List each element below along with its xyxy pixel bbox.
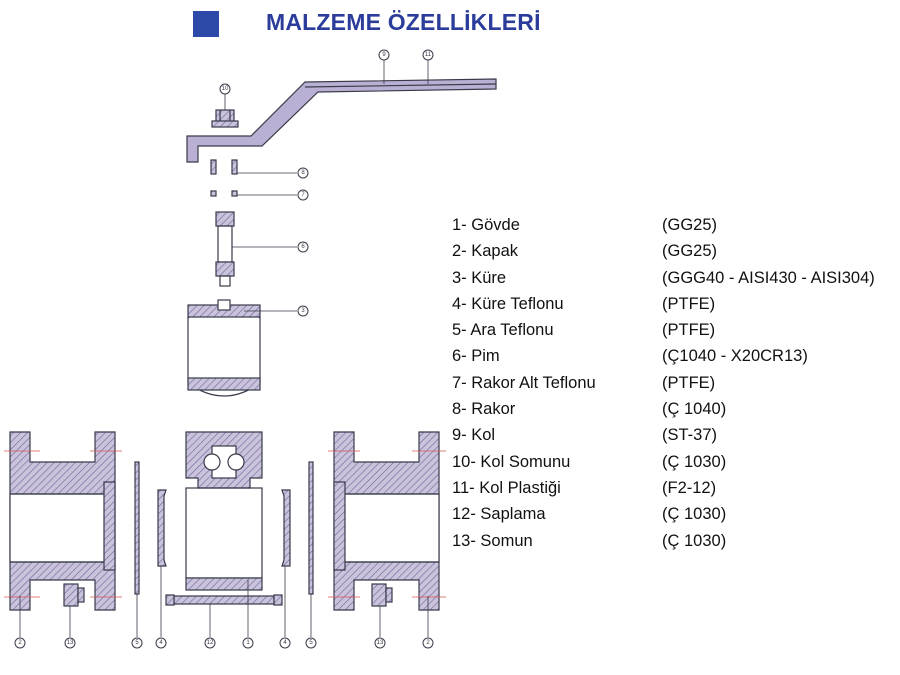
left-spacer-part [134,461,140,595]
part-material: (Ç 1030) [662,505,727,524]
right-nut-part [371,583,393,607]
callout-bubbles [14,49,434,649]
legend-row: 6- Pim (Ç1040 - X20CR13) [452,347,897,373]
legend-row: 1- Gövde (GG25) [452,216,897,242]
bolt-centerlines [4,450,446,598]
left-seat-part [157,489,167,567]
callout-13-right: 13 [377,640,384,646]
callout-6: 6 [301,244,305,250]
callout-3: 3 [301,308,305,314]
gland-part [210,159,238,175]
callout-8: 8 [301,170,305,176]
part-name: 2- Kapak [452,242,519,261]
legend-row: 10- Kol Somunu (Ç 1030) [452,453,897,479]
handle-part [186,78,497,163]
legend-row: 2- Kapak (GG25) [452,242,897,268]
part-name: 11- Kol Plastiği [452,478,561,497]
legend-row: 4- Küre Teflonu (PTFE) [452,295,897,321]
callout-2-right: 2 [426,640,430,646]
part-material: (F2-12) [662,478,717,497]
part-material: (PTFE) [662,321,716,340]
callout-5-right: 5 [309,640,313,646]
callout-10: 10 [222,86,229,92]
part-name: 1- Gövde [452,216,520,234]
part-material: (PTFE) [662,294,716,313]
ball-part [187,299,261,397]
part-material: (GGG40 - AISI430 - AISI304) [662,268,875,287]
part-name: 8- Rakor [452,400,516,419]
header: MALZEME ÖZELLİKLERİ [0,0,900,50]
part-material: (GG25) [662,242,718,261]
callout-5-left: 5 [135,640,139,646]
part-name: 5- Ara Teflonu [452,321,554,340]
legend-row: 7- Rakor Alt Teflonu (PTFE) [452,374,897,400]
part-material: (Ç 1030) [662,531,727,550]
part-name: 9- Kol [452,426,496,445]
callout-1: 1 [246,640,250,646]
legend-row: 5- Ara Teflonu (PTFE) [452,321,897,347]
part-material: (Ç 1030) [662,452,727,471]
left-cover-part [9,431,116,611]
leader-lines [19,60,429,637]
callout-4-right: 4 [283,640,287,646]
part-name: 7- Rakor Alt Teflonu [452,373,596,392]
part-name: 4- Küre Teflonu [452,294,564,313]
body-part [185,431,263,591]
callout-7: 7 [301,192,305,198]
part-name: 3- Küre [452,268,507,287]
callout-12: 12 [207,640,214,646]
part-material: (PTFE) [662,373,716,392]
legend-row: 11- Kol Plastiği (F2-12) [452,479,897,505]
title-square-icon [193,11,219,37]
part-name: 12- Saplama [452,505,546,524]
part-material: (ST-37) [662,426,718,445]
callout-11: 11 [425,52,432,58]
left-nut-part [63,583,85,607]
part-material: (GG25) [662,216,718,234]
parts-legend: 1- Gövde (GG25) 2- Kapak (GG25) 3- Küre … [452,216,897,558]
gland-teflon-part [210,190,238,197]
legend-row: 8- Rakor (Ç 1040) [452,400,897,426]
part-name: 13- Somun [452,531,533,550]
part-name: 10- Kol Somunu [452,452,571,471]
right-spacer-part [308,461,314,595]
part-name: 6- Pim [452,347,500,366]
part-material: (Ç 1040) [662,400,727,419]
stem-part [215,211,235,287]
stud-part [165,594,283,606]
legend-row: 9- Kol (ST-37) [452,426,897,452]
part-material: (Ç1040 - X20CR13) [662,347,808,366]
callout-13-left: 13 [67,640,74,646]
legend-row: 12- Saplama (Ç 1030) [452,505,897,531]
legend-row: 13- Somun (Ç 1030) [452,532,897,558]
right-seat-part [281,489,291,567]
callout-4-left: 4 [159,640,163,646]
right-cover-part [333,431,440,611]
handle-nut-part [211,109,239,128]
page-title: MALZEME ÖZELLİKLERİ [266,9,541,35]
legend-row: 3- Küre (GGG40 - AISI430 - AISI304) [452,269,897,295]
callout-2-left: 2 [18,640,22,646]
callout-9: 9 [382,52,386,58]
